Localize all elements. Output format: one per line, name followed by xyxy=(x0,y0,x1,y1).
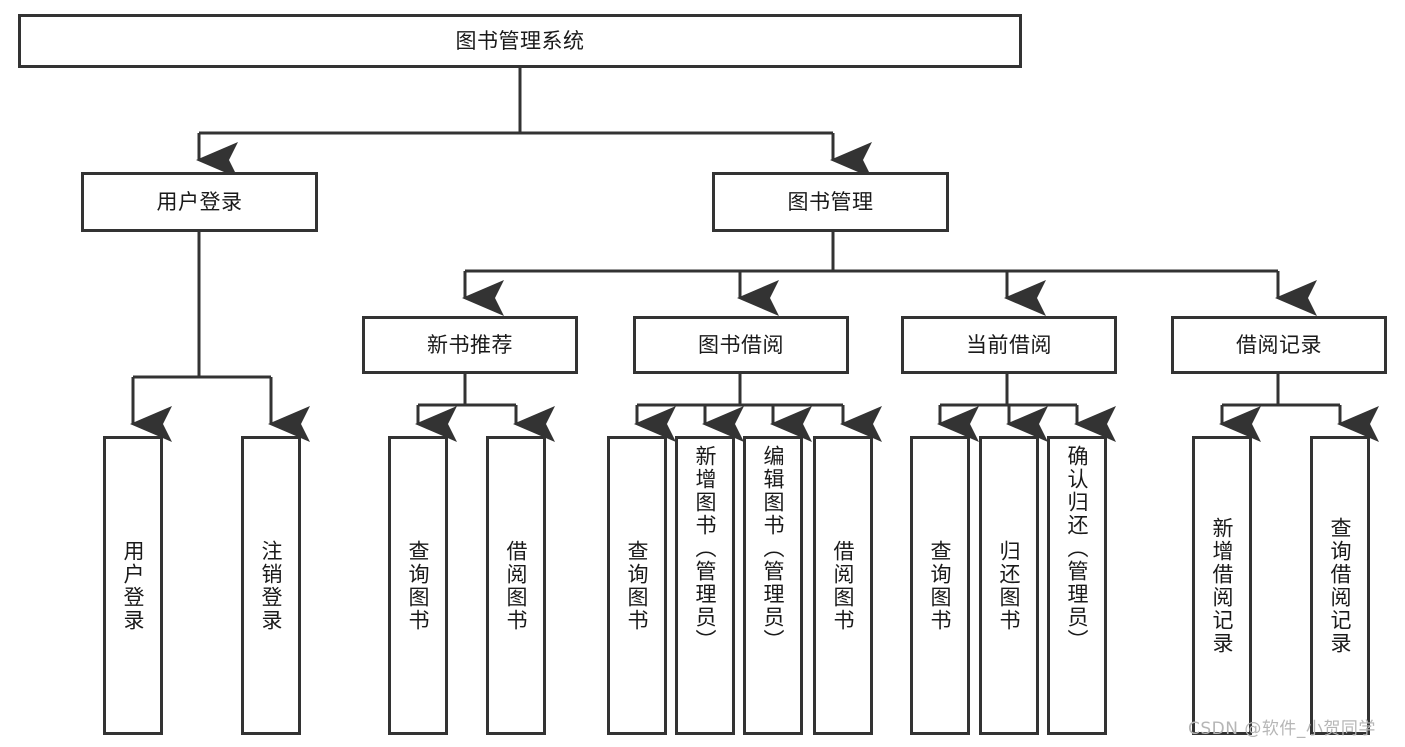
node-root-system[interactable]: 图书管理系统 xyxy=(18,14,1022,68)
node-label: 确认归还（管理员） xyxy=(1065,445,1090,652)
leaf-borrow-add-book-admin[interactable]: 新增图书（管理员） xyxy=(675,436,735,735)
node-label: 查询图书 xyxy=(625,539,650,632)
leaf-user-login-login[interactable]: 用户登录 xyxy=(103,436,163,735)
node-label: 借阅记录 xyxy=(1236,332,1322,357)
leaf-new-book-query-book[interactable]: 查询图书 xyxy=(388,436,448,735)
node-label: 借阅图书 xyxy=(504,539,529,632)
node-label: 查询图书 xyxy=(928,539,953,632)
node-label: 用户登录 xyxy=(156,189,243,214)
watermark-text: CSDN @软件_小贺同学 xyxy=(1188,719,1376,739)
node-current-borrow[interactable]: 当前借阅 xyxy=(901,316,1117,374)
leaf-current-return-book[interactable]: 归还图书 xyxy=(979,436,1039,735)
leaf-user-login-logout[interactable]: 注销登录 xyxy=(241,436,301,735)
node-label: 当前借阅 xyxy=(966,332,1052,357)
leaf-borrow-edit-book-admin[interactable]: 编辑图书（管理员） xyxy=(743,436,803,735)
node-label: 查询图书 xyxy=(406,539,431,632)
node-label: 新增图书（管理员） xyxy=(693,445,718,652)
node-label: 图书借阅 xyxy=(698,332,784,357)
node-label: 编辑图书（管理员） xyxy=(761,445,786,652)
leaf-new-book-borrow-book[interactable]: 借阅图书 xyxy=(486,436,546,735)
node-label: 归还图书 xyxy=(997,539,1022,632)
node-label: 查询借阅记录 xyxy=(1328,516,1353,655)
leaf-borrow-borrow-book[interactable]: 借阅图书 xyxy=(813,436,873,735)
node-label: 图书管理 xyxy=(787,189,874,214)
node-label: 借阅图书 xyxy=(831,539,856,632)
node-user-login[interactable]: 用户登录 xyxy=(81,172,318,232)
node-label: 图书管理系统 xyxy=(455,28,585,53)
node-book-borrow[interactable]: 图书借阅 xyxy=(633,316,849,374)
node-label: 用户登录 xyxy=(121,539,146,632)
node-label: 新书推荐 xyxy=(427,332,513,357)
node-label: 新增借阅记录 xyxy=(1210,516,1235,655)
leaf-current-confirm-return-admin[interactable]: 确认归还（管理员） xyxy=(1047,436,1107,735)
node-new-book-recommend[interactable]: 新书推荐 xyxy=(362,316,578,374)
leaf-record-add-record[interactable]: 新增借阅记录 xyxy=(1192,436,1252,735)
leaf-borrow-query-book[interactable]: 查询图书 xyxy=(607,436,667,735)
leaf-current-query-book[interactable]: 查询图书 xyxy=(910,436,970,735)
node-book-management[interactable]: 图书管理 xyxy=(712,172,949,232)
node-label: 注销登录 xyxy=(259,539,284,632)
leaf-record-query-record[interactable]: 查询借阅记录 xyxy=(1310,436,1370,735)
node-borrow-record[interactable]: 借阅记录 xyxy=(1171,316,1387,374)
